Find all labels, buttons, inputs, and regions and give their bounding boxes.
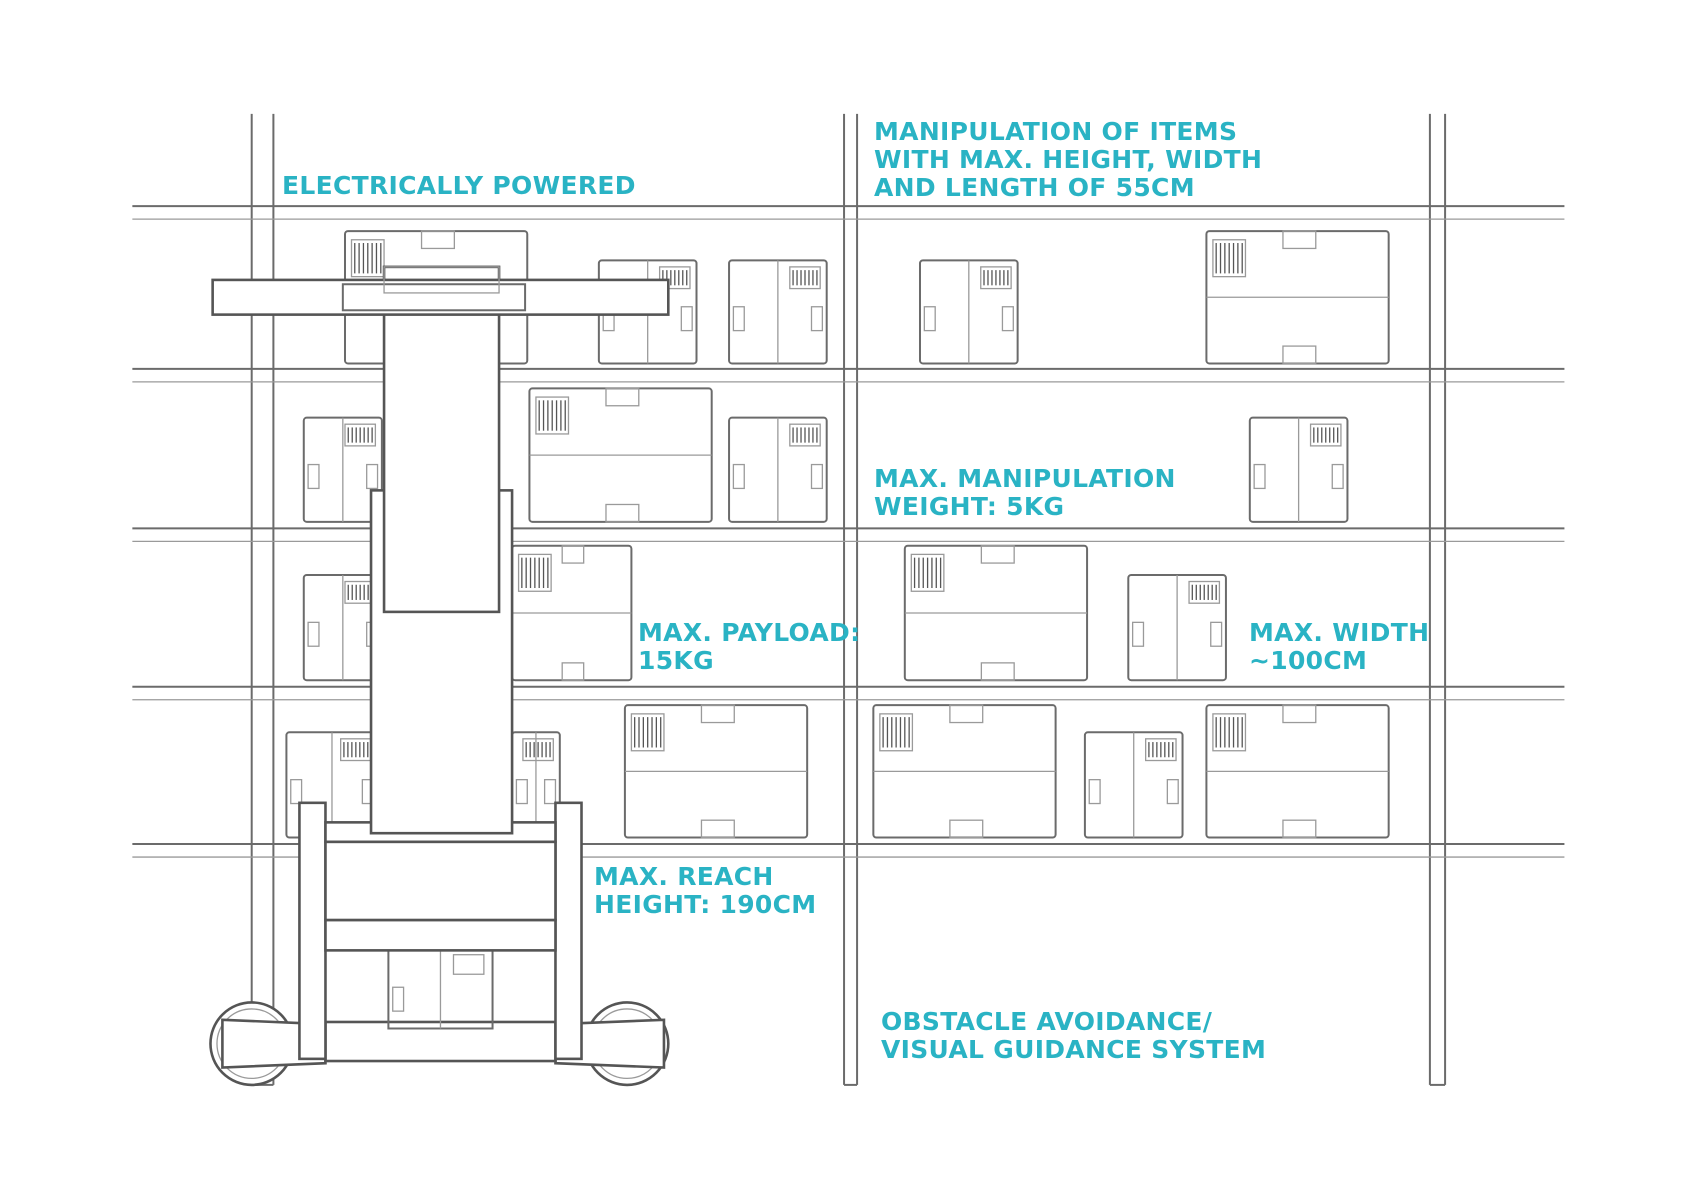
box-handle — [308, 465, 319, 489]
box-tape — [701, 820, 734, 837]
box-tape — [1283, 820, 1316, 837]
box-tape — [1283, 346, 1316, 363]
label-line: MANIPULATION OF ITEMS — [874, 118, 1262, 146]
box-wide — [529, 388, 711, 521]
box-handle — [516, 780, 527, 804]
label-line: MAX. MANIPULATION — [874, 465, 1176, 493]
box-tall — [1250, 418, 1348, 522]
label-max-reach-height: MAX. REACH HEIGHT: 190CM — [594, 863, 816, 919]
box-handle — [812, 307, 823, 331]
barcode-frame — [453, 955, 483, 975]
box-wide — [873, 705, 1055, 837]
label-max-width: MAX. WIDTH ~100CM — [1249, 619, 1429, 675]
box-tape — [981, 546, 1014, 563]
chassis-post — [299, 803, 325, 1059]
box-tall — [1085, 732, 1183, 837]
box-wide — [1206, 705, 1388, 837]
label-line: OBSTACLE AVOIDANCE/ — [881, 1008, 1266, 1036]
box-wide — [1206, 231, 1388, 363]
label-max-payload: MAX. PAYLOAD: 15KG — [638, 619, 860, 675]
box-handle — [681, 307, 692, 331]
carried-box — [388, 950, 492, 1028]
box-handle — [1167, 780, 1178, 804]
box-handle — [1002, 307, 1013, 331]
box-tape — [606, 388, 639, 405]
box-tape — [981, 663, 1014, 680]
box-tape — [950, 820, 983, 837]
box-handle — [367, 465, 378, 489]
label-line: MAX. REACH — [594, 863, 816, 891]
box-tape — [1283, 231, 1316, 248]
box-handle — [308, 622, 319, 646]
box-handle — [812, 465, 823, 489]
box-handle — [1089, 780, 1100, 804]
box-handle — [1254, 465, 1265, 489]
label-line: ~100CM — [1249, 647, 1429, 675]
label-line: WEIGHT: 5KG — [874, 493, 1176, 521]
box-wide — [625, 705, 807, 837]
label-line: AND LENGTH OF 55CM — [874, 174, 1262, 202]
telescopic-mast-upper — [384, 267, 499, 612]
label-manipulation-items: MANIPULATION OF ITEMS WITH MAX. HEIGHT, … — [874, 118, 1262, 202]
chassis-post — [555, 803, 581, 1059]
box-tape — [422, 231, 455, 248]
box-tape — [1283, 705, 1316, 722]
box-handle — [545, 780, 556, 804]
label-line: HEIGHT: 190CM — [594, 891, 816, 919]
label-max-manipulation-weight: MAX. MANIPULATION WEIGHT: 5KG — [874, 465, 1176, 521]
box-tape — [950, 705, 983, 722]
box-tall — [729, 418, 827, 522]
box-handle — [733, 307, 744, 331]
box-handle — [924, 307, 935, 331]
label-line: WITH MAX. HEIGHT, WIDTH — [874, 146, 1262, 174]
label-obstacle-avoidance: OBSTACLE AVOIDANCE/ VISUAL GUIDANCE SYST… — [881, 1008, 1266, 1064]
box-handle — [1211, 622, 1222, 646]
box-tall — [1128, 575, 1226, 680]
box-handle — [1332, 465, 1343, 489]
box-tape — [562, 546, 583, 563]
box-handle — [1133, 622, 1144, 646]
label-line: VISUAL GUIDANCE SYSTEM — [881, 1036, 1266, 1064]
box-tape — [701, 705, 734, 722]
box-tape — [606, 504, 639, 521]
label-line: ELECTRICALLY POWERED — [282, 172, 636, 200]
box-handle — [291, 780, 302, 804]
label-line: MAX. PAYLOAD: — [638, 619, 860, 647]
box-tall — [920, 260, 1018, 363]
box-wide — [905, 546, 1087, 681]
chassis-body — [325, 842, 555, 920]
box-handle — [393, 987, 404, 1011]
box-handle — [733, 465, 744, 489]
label-line: 15KG — [638, 647, 860, 675]
box-tape — [562, 663, 583, 680]
box-wide — [512, 546, 631, 681]
mobile-robot — [210, 267, 668, 1085]
chassis-crossbar — [325, 920, 555, 950]
box-tall — [729, 260, 827, 363]
label-electrically-powered: ELECTRICALLY POWERED — [282, 172, 636, 200]
label-line: MAX. WIDTH — [1249, 619, 1429, 647]
